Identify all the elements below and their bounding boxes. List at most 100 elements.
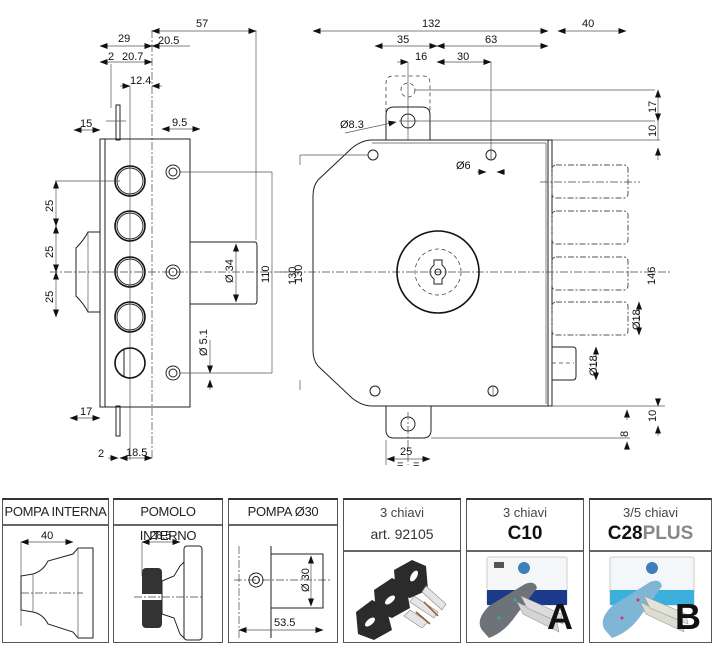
bolt-circle xyxy=(116,212,144,240)
panel-header: 3 chiavi C10 xyxy=(467,500,583,552)
keys-c28plus-image xyxy=(602,556,695,638)
keys-c10-image xyxy=(479,556,568,638)
top-tab xyxy=(385,106,431,140)
bolt xyxy=(551,301,629,336)
top-tab-extended xyxy=(385,75,431,140)
body-inner-edge xyxy=(372,142,547,404)
pompa-30-drawing: Ø 30 53.5 xyxy=(234,546,331,638)
front-faceplate xyxy=(547,139,553,407)
dim-25b: 25 xyxy=(44,246,56,258)
card-logo xyxy=(646,562,658,574)
dim-25c: 25 xyxy=(44,291,56,303)
bolts-front xyxy=(540,164,640,381)
latch-bolt xyxy=(552,346,577,381)
key-blade xyxy=(520,595,564,625)
panel-title: POMPA Ø30 xyxy=(229,500,337,526)
bolt xyxy=(551,210,629,245)
mount-hole xyxy=(367,149,379,161)
dim-29: 29 xyxy=(118,33,130,45)
bolt-circle xyxy=(114,210,146,242)
dim-17: 17 xyxy=(80,406,92,418)
dim-phi6: Ø6 xyxy=(456,160,471,172)
key-model-bold: C28 xyxy=(607,523,643,544)
pomolo-interno-drawing: 28.5 xyxy=(134,530,204,641)
key-fob xyxy=(602,580,662,638)
dim-53-5: 53.5 xyxy=(274,617,295,629)
dim-2-bottom: 2 xyxy=(98,448,104,460)
bottom-tab xyxy=(385,406,432,439)
dim-15: 15 xyxy=(80,118,92,130)
dim-30: 30 xyxy=(457,51,469,63)
dim-35: 35 xyxy=(397,34,409,46)
bolt-circle xyxy=(114,301,146,333)
lock-technical-drawing: 57 29 20.5 2 20.7 12.4 15 9.5 xyxy=(44,18,670,470)
dim-20-7: 20.7 xyxy=(122,51,143,63)
lock-body-front xyxy=(312,139,549,407)
cylinder-hole-inner xyxy=(252,576,260,584)
key-badge-b: B xyxy=(675,596,701,637)
dim-16: 16 xyxy=(415,51,427,63)
cylinder-hole xyxy=(248,572,264,588)
dim-18-5: 18.5 xyxy=(126,447,147,459)
dim-2: 2 xyxy=(108,51,114,63)
card-logo xyxy=(518,562,530,574)
lock-body-side xyxy=(104,138,191,408)
dim-130: 130 xyxy=(287,267,299,285)
panel-pomolo-interno: POMOLO INTERNO 28.5 xyxy=(113,498,223,643)
key-dot xyxy=(620,616,624,620)
dim-9-5: 9.5 xyxy=(172,117,187,129)
panel-title: POMPA INTERNA xyxy=(3,500,108,526)
keyhole-center xyxy=(434,268,442,276)
key-blade xyxy=(643,595,689,625)
side-view: 57 29 20.5 2 20.7 12.4 15 9.5 xyxy=(44,18,300,461)
dim-40: 40 xyxy=(582,18,594,30)
faceplate-tab-bottom xyxy=(115,405,121,437)
dim-10-bottom: 10 xyxy=(647,410,659,422)
dim-25a: 25 xyxy=(44,200,56,212)
faceplate-tab-top xyxy=(115,104,121,141)
dim-phi34: Ø 34 xyxy=(224,259,236,283)
dim-63: 63 xyxy=(485,34,497,46)
bolt xyxy=(551,164,629,199)
key-count: 3 chiavi xyxy=(502,505,548,520)
dim-8: 8 xyxy=(619,431,631,437)
key-dot xyxy=(513,598,517,602)
screw-hole xyxy=(165,164,181,180)
bolt-holes xyxy=(114,165,146,379)
rosette-inner xyxy=(414,248,462,296)
dim-40: 40 xyxy=(41,530,53,542)
key-model: C28PLUS xyxy=(590,523,711,545)
dim-57: 57 xyxy=(196,18,208,30)
key-icon xyxy=(356,560,447,640)
cylinder-housing xyxy=(190,241,258,305)
screw-hole-inner xyxy=(168,368,178,378)
pompa-cylinder xyxy=(270,553,324,609)
dim-12-4: 12.4 xyxy=(130,75,151,87)
faceplate xyxy=(99,138,106,408)
panel-keys-c10: 3 chiavi C10 A xyxy=(466,498,584,643)
key-article: art. 92105 xyxy=(370,526,434,542)
dim-phi18a: Ø18 xyxy=(631,309,643,330)
dim-130-front: 130 xyxy=(293,265,305,283)
rosette xyxy=(396,230,480,314)
key-badge-a: A xyxy=(547,596,573,637)
card-label xyxy=(494,562,504,568)
bolt-circle xyxy=(116,303,144,331)
leader-phi8-3 xyxy=(344,120,397,134)
panel-header: 3 chiavi art. 92105 xyxy=(344,500,460,552)
panel-keys-c28plus: 3/5 chiavi C28PLUS B xyxy=(589,498,712,643)
dim-10-top: 10 xyxy=(647,125,659,137)
key-dot xyxy=(636,598,640,602)
dim-20-5: 20.5 xyxy=(158,35,179,47)
latch-circle xyxy=(114,347,146,379)
keys-92105-image xyxy=(356,560,447,640)
panel-header: 3/5 chiavi C28PLUS xyxy=(590,500,711,552)
dim-110: 110 xyxy=(260,265,272,283)
key-count: 3/5 chiavi xyxy=(623,505,678,520)
panel-keys-92105: 3 chiavi art. 92105 xyxy=(343,498,461,643)
keyhole xyxy=(429,259,447,285)
dim-132: 132 xyxy=(422,18,440,30)
dim-28-5: 28.5 xyxy=(150,530,171,542)
panel-title: POMOLO INTERNO xyxy=(114,500,222,543)
eq-mark: = xyxy=(413,459,419,470)
